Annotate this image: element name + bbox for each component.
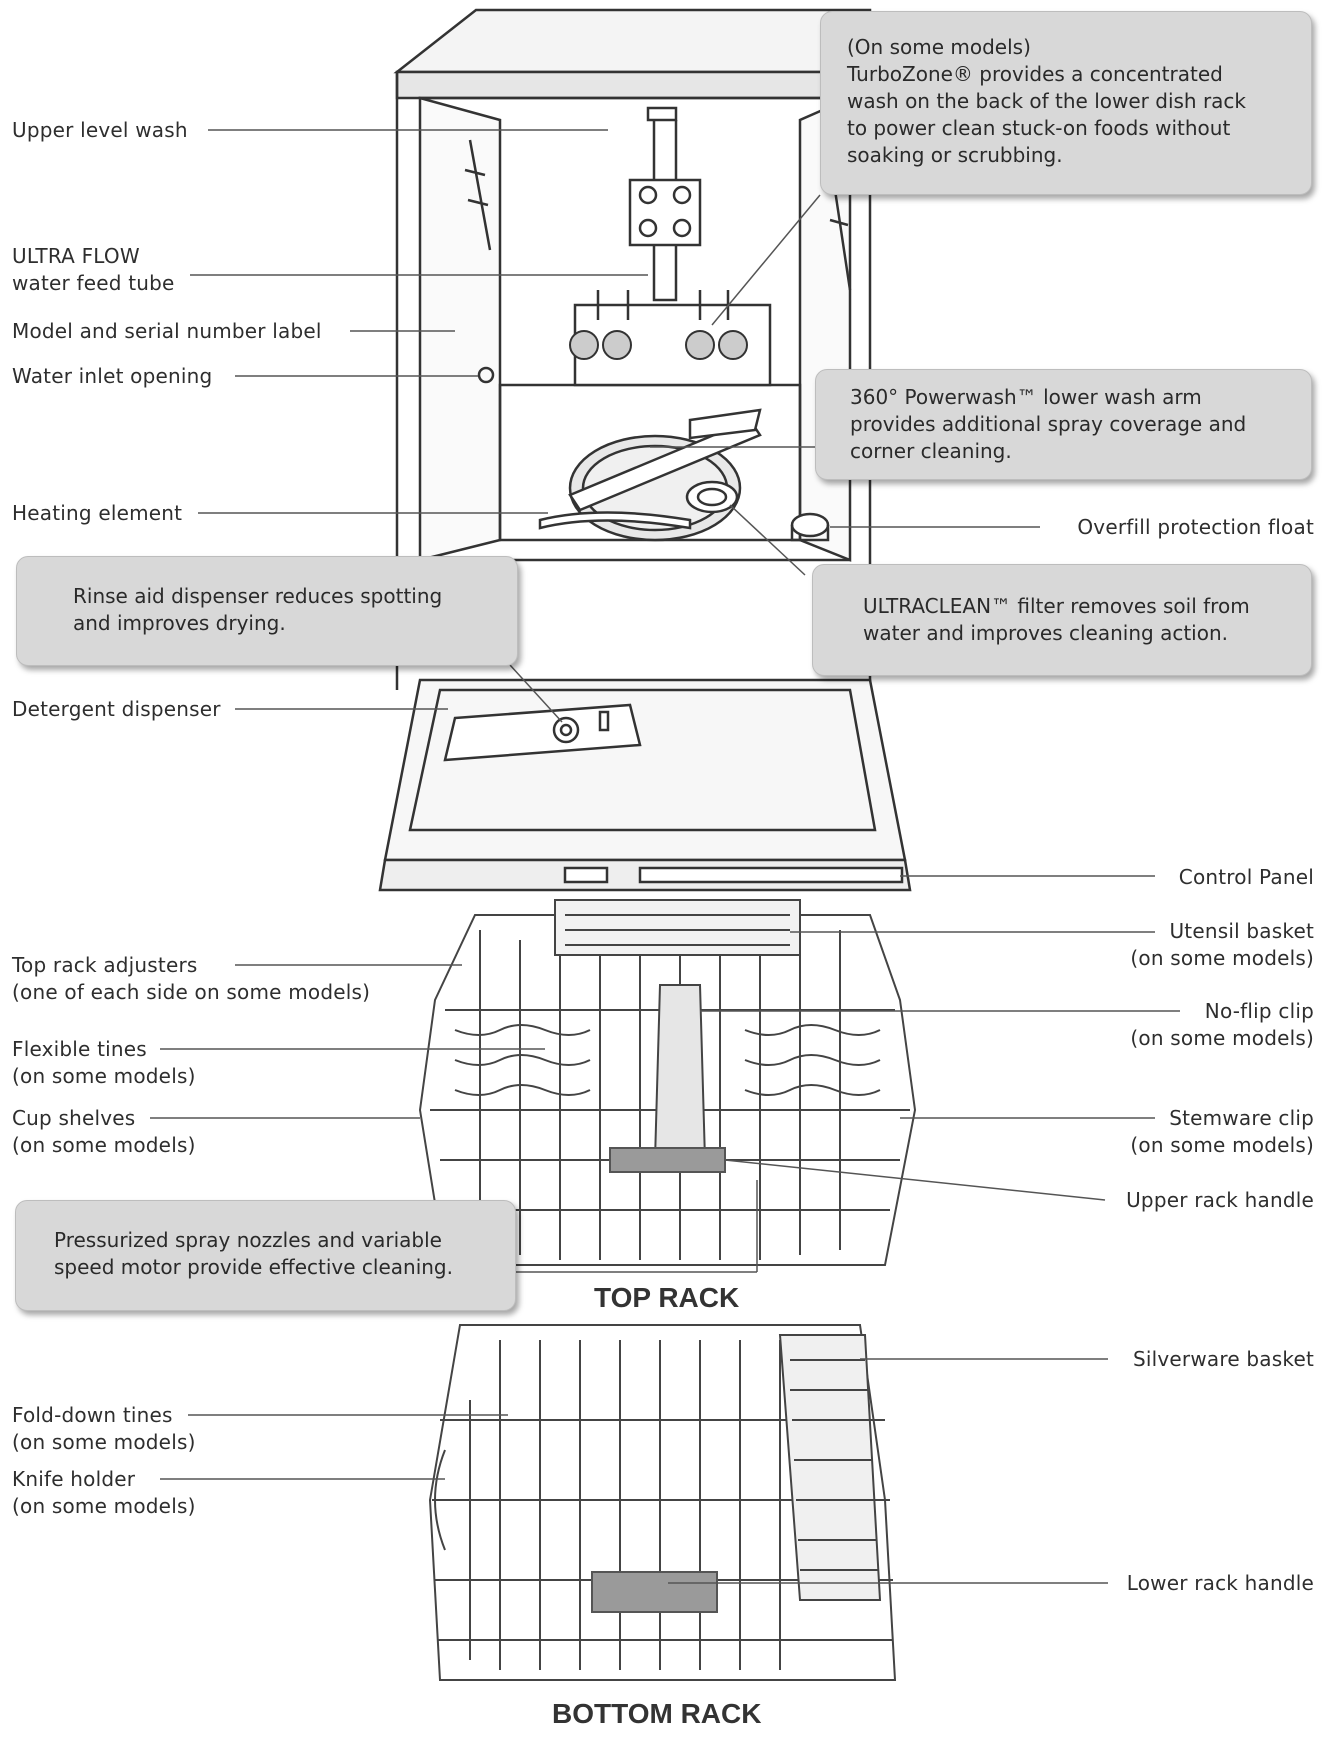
top-rack (418, 899, 917, 1266)
label-text: (on some models) (1130, 1133, 1314, 1157)
callout-pressurized: Pressurized spray nozzles and variable s… (15, 1200, 516, 1311)
label-lower-rack-handle: Lower rack handle (1127, 1570, 1314, 1597)
callout-ultraclean: ULTRACLEAN™ filter removes soil from wat… (812, 564, 1312, 676)
label-text: ULTRA FLOW (12, 244, 140, 268)
callout-turbozone: (On some models) TurboZone® provides a c… (820, 11, 1312, 195)
dishwasher-door (378, 678, 912, 892)
label-flexible-tines: Flexible tines (on some models) (12, 1036, 196, 1090)
callout-line: provides additional spray coverage and (850, 412, 1247, 436)
callout-rinse-aid: Rinse aid dispenser reduces spotting and… (16, 556, 518, 666)
label-text: Utensil basket (1169, 919, 1314, 943)
label-detergent-dispenser: Detergent dispenser (12, 696, 221, 723)
label-text: Water inlet opening (12, 364, 213, 388)
label-text: Silverware basket (1132, 1347, 1314, 1371)
label-utensil-basket: Utensil basket (on some models) (1130, 918, 1314, 972)
filter-and-lower-arm (477, 366, 830, 542)
label-knife-holder: Knife holder (on some models) (12, 1466, 196, 1520)
label-text: No-flip clip (1204, 999, 1314, 1023)
label-text: Fold-down tines (12, 1403, 173, 1427)
label-text: Stemware clip (1169, 1106, 1314, 1130)
title-top-rack: TOP RACK (594, 1282, 740, 1313)
callout-line: soaking or scrubbing. (847, 143, 1063, 167)
bottom-rack (428, 1324, 897, 1681)
label-text: Overfill protection float (1077, 515, 1314, 539)
label-cup-shelves: Cup shelves (on some models) (12, 1105, 196, 1159)
label-stemware-clip: Stemware clip (on some models) (1130, 1105, 1314, 1159)
label-text: Flexible tines (12, 1037, 147, 1061)
label-text: (one of each side on some models) (12, 980, 371, 1004)
callout-line: corner cleaning. (850, 439, 1012, 463)
callout-line: water and improves cleaning action. (863, 621, 1228, 645)
callout-line: 360° Powerwash™ lower wash arm (850, 385, 1202, 409)
label-text: (on some models) (1130, 946, 1314, 970)
label-text: Upper level wash (12, 118, 188, 142)
label-text: Upper rack handle (1126, 1188, 1314, 1212)
callout-line: TurboZone® provides a concentrated (847, 62, 1223, 86)
leader-lines (150, 129, 1180, 1584)
label-text: (on some models) (12, 1430, 196, 1454)
callout-line: Rinse aid dispenser reduces spotting (73, 584, 443, 608)
label-text: water feed tube (12, 271, 175, 295)
label-text: (on some models) (12, 1494, 196, 1518)
label-upper-rack-handle: Upper rack handle (1126, 1187, 1314, 1214)
callout-line: Pressurized spray nozzles and variable (54, 1228, 442, 1252)
label-model-serial: Model and serial number label (12, 318, 322, 345)
label-top-rack-adjusters: Top rack adjusters (one of each side on … (12, 952, 370, 1006)
label-water-inlet: Water inlet opening (12, 363, 212, 390)
label-text: Heating element (12, 501, 183, 525)
spray-arm-assembly (569, 106, 772, 387)
label-upper-level-wash: Upper level wash (12, 117, 188, 144)
callout-powerwash: 360° Powerwash™ lower wash arm provides … (815, 369, 1312, 480)
label-text: (on some models) (12, 1133, 196, 1157)
label-overfill-float: Overfill protection float (1077, 514, 1314, 541)
label-fold-down-tines: Fold-down tines (on some models) (12, 1402, 196, 1456)
label-text: (on some models) (1130, 1026, 1314, 1050)
callout-line: speed motor provide effective cleaning. (54, 1255, 453, 1279)
callout-line: wash on the back of the lower dish rack (847, 89, 1247, 113)
callout-line: and improves drying. (73, 611, 286, 635)
label-text: Model and serial number label (12, 319, 322, 343)
label-silverware-basket: Silverware basket (1133, 1346, 1314, 1373)
label-text: Cup shelves (12, 1106, 136, 1130)
title-bottom-rack: BOTTOM RACK (552, 1698, 762, 1729)
label-text: Knife holder (12, 1467, 136, 1491)
callout-line: to power clean stuck-on foods without (847, 116, 1231, 140)
callout-line: (On some models) (847, 35, 1031, 59)
label-control-panel: Control Panel (1179, 864, 1314, 891)
label-text: (on some models) (12, 1064, 196, 1088)
label-text: Detergent dispenser (12, 697, 221, 721)
label-text: Control Panel (1178, 865, 1314, 889)
label-no-flip-clip: No-flip clip (on some models) (1130, 998, 1314, 1052)
label-text: Top rack adjusters (12, 953, 198, 977)
label-ultra-flow-tube: ULTRA FLOW water feed tube (12, 243, 175, 297)
label-text: Lower rack handle (1126, 1571, 1314, 1595)
label-heating-element: Heating element (12, 500, 182, 527)
callout-line: ULTRACLEAN™ filter removes soil from (863, 594, 1250, 618)
